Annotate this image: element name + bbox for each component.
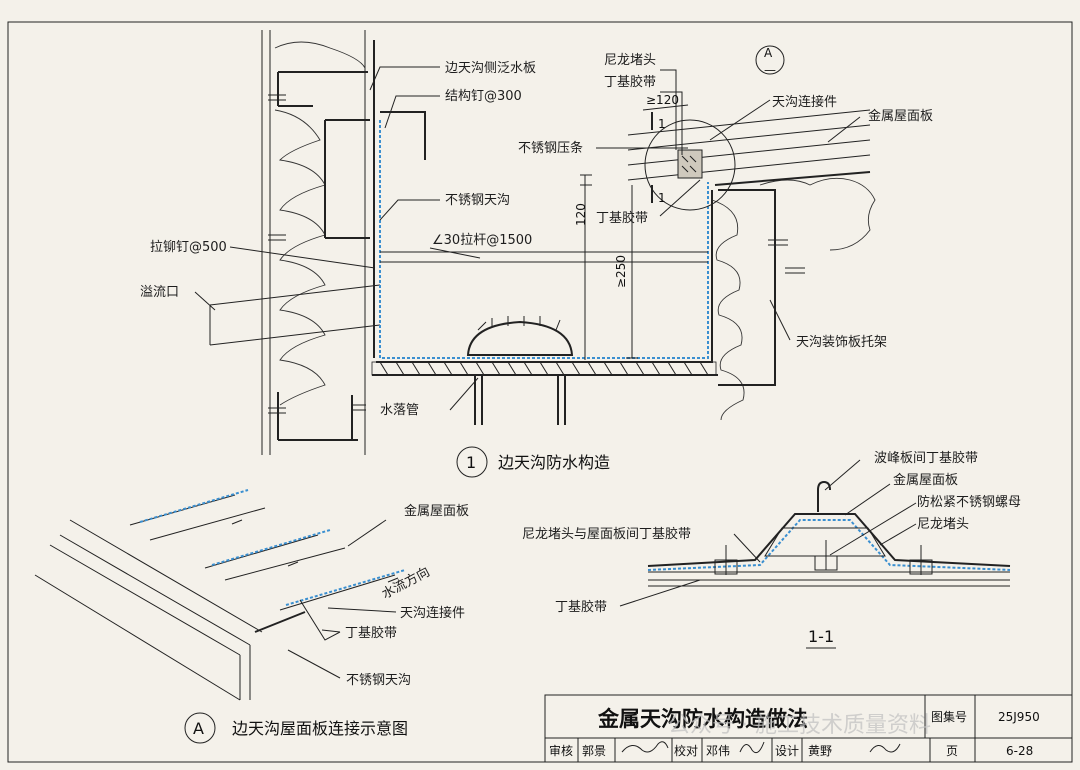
sheet-border [7,21,1073,763]
label-overflow: 溢流口 [140,285,179,300]
section-mark-bottom: 1 [658,191,666,205]
caption-a-letter: A [193,719,204,738]
design-signature [869,743,901,753]
design-name: 黄野 [808,744,832,758]
label-a-tape: 丁基胶带 [345,625,397,641]
label-butyl-tape-top: 丁基胶带 [604,74,656,90]
section-mark-top: 1 [658,117,666,131]
title-block [544,694,1073,763]
label-a-metal-panel: 金属屋面板 [404,503,469,519]
review-label: 审核 [549,743,573,758]
label-rod: ∠30拉杆@1500 [432,233,532,248]
detail-1-leaders [194,66,861,411]
caption-a-text: 边天沟屋面板连接示意图 [232,719,408,738]
label-s-peak-tape: 波峰板间丁基胶带 [874,450,978,466]
callout-a-sub: — [764,63,776,77]
label-deco-bracket: 天沟装饰板托架 [796,335,887,350]
atlas-number: 25J950 [998,710,1040,724]
dim-120-top: ≥120 [646,93,679,107]
label-struct-nail: 结构钉@300 [445,89,522,104]
label-s-tape: 丁基胶带 [555,599,607,615]
atlas-label: 图集号 [931,709,967,724]
label-ss-strip: 不锈钢压条 [518,140,583,156]
label-downpipe: 水落管 [380,403,419,418]
label-metal-panel: 金属屋面板 [868,108,933,124]
caption-1-text: 边天沟防水构造 [498,453,610,472]
callout-a-letter: A [764,46,773,60]
dim-250: ≥250 [614,255,628,288]
check-name: 邓伟 [706,744,730,758]
label-s-nylon-plug: 尼龙堵头 [917,517,969,532]
label-rivet: 拉铆钉@500 [150,240,227,255]
check-label: 校对 [674,743,698,758]
section-1-1-drawing [619,459,1011,607]
review-name: 郭景 [582,744,606,758]
caption-1-circle [456,446,488,478]
callout-a-circle [755,45,785,75]
label-a-connector: 天沟连接件 [400,605,465,621]
review-signature [621,741,669,753]
check-signature [739,741,765,754]
label-a-gutter: 不锈钢天沟 [346,673,411,688]
detail-1-drawing [194,30,876,455]
title-block-title: 金属天沟防水构造做法 [597,707,808,731]
label-s-metal-panel: 金属屋面板 [893,472,958,488]
label-a-flow: 水流方向 [379,564,432,603]
caption-1-number: 1 [466,453,476,472]
label-s-plug-tape: 尼龙堵头与屋面板间丁基胶带 [522,526,691,542]
dim-120-side: 120 [574,203,588,226]
page-number: 6-28 [1006,744,1033,758]
label-gutter-connector: 天沟连接件 [772,94,837,110]
label-nylon-plug: 尼龙堵头 [604,53,656,68]
label-ss-gutter: 不锈钢天沟 [445,193,510,208]
label-side-flashing: 边天沟侧泛水板 [445,61,536,76]
section-title: 1-1 [808,627,834,646]
watermark-text: 公众号 · 施工技术质量资料 [668,713,931,738]
label-butyl-tape-bottom: 丁基胶带 [596,210,648,226]
page-label: 页 [946,744,958,758]
design-label: 设计 [775,744,799,758]
caption-a-circle [184,712,216,744]
detail-a-drawing [34,489,406,701]
label-s-nut: 防松紧不锈钢螺母 [917,494,1021,510]
